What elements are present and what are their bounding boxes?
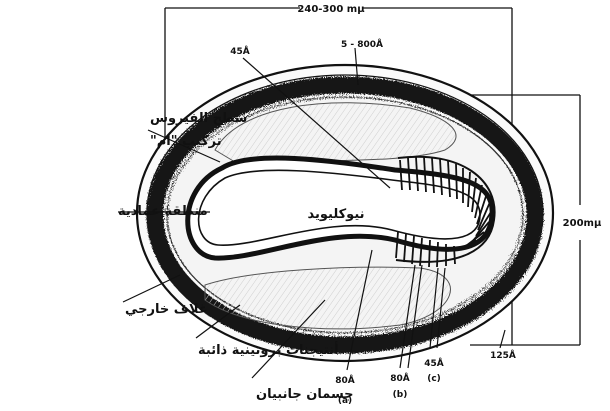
dim-45A-top-label: 45Å [230,46,250,57]
dim-45A-c-label: 45Å [424,358,444,369]
surface-label-line1: سطح الفيروس [150,111,247,126]
palisade-label: منطقة عمادية [118,204,208,219]
nucleoid-label: نيوكليويد [307,207,364,222]
outer-envelope-label: غلاف خارجي [125,302,208,317]
sub-c-label: (c) [427,374,441,384]
sub-b-label: (b) [393,390,408,400]
surface-label-line2: تركيب "ام" [150,134,222,149]
width-dimension-label: 240-300 mμ [297,4,365,15]
soluble-antigens-label: أنتيجنات بروتينية ذائبة [198,341,339,358]
height-dimension-label: 200mμ [563,218,602,229]
dim-80A-b-label: 80Å [390,373,410,384]
lateral-bodies-label: جسمان جانبيان [256,387,354,402]
dim-80A-a-label: 80Å [335,375,355,386]
dim-5-800A-label: 5 - 800Å [341,39,383,50]
dim-125A-label: 125Å [490,350,516,361]
